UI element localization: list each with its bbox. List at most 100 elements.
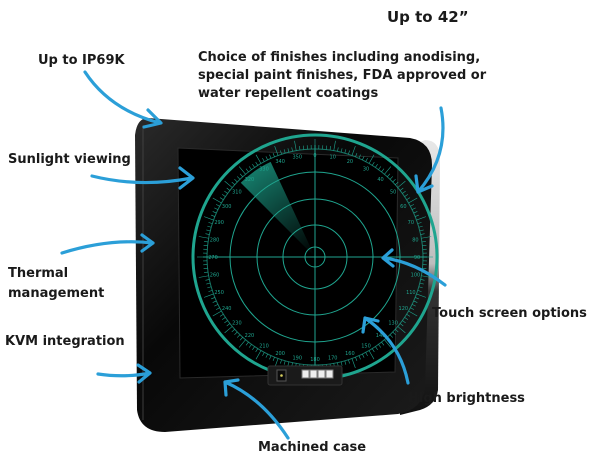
control-buttons — [301, 369, 334, 379]
radar-tick — [411, 207, 416, 210]
finishes-line-2: special paint finishes, FDA approved or — [198, 68, 487, 83]
radar-tick — [299, 146, 301, 151]
radar-tick — [248, 344, 252, 348]
radar-degree-label: 140 — [376, 333, 386, 339]
radar-degree-label: 30 — [363, 167, 369, 173]
radar-tick — [221, 194, 226, 197]
radar-tick — [397, 326, 406, 334]
radar-tick — [351, 358, 356, 368]
radar-tick — [389, 176, 394, 180]
radar-tick — [421, 241, 426, 243]
radar-tick — [365, 157, 368, 162]
radar-tick — [206, 282, 211, 285]
radar-tick — [375, 163, 378, 168]
radar-degree-label: 40 — [377, 177, 383, 183]
radar-tick — [198, 275, 209, 278]
radar-tick — [395, 181, 399, 185]
radar-tick — [362, 156, 365, 161]
radar-tick — [416, 216, 426, 221]
arrow-case — [223, 378, 290, 440]
radar-tick — [416, 293, 426, 298]
arrow-ip — [83, 70, 163, 129]
radar-tick — [287, 361, 290, 366]
radar-tick — [207, 286, 212, 289]
radar-tick — [415, 297, 419, 300]
radar-tick — [219, 197, 224, 201]
radar-tick — [236, 176, 241, 180]
radar-tick — [397, 180, 406, 188]
radar-tick — [404, 317, 409, 320]
radar-tick — [358, 355, 361, 360]
radar-tick — [211, 297, 215, 300]
radar-degree-label: 60 — [400, 204, 406, 210]
thermal-line-2: management — [8, 286, 105, 301]
radar-degree-label: 230 — [232, 321, 242, 327]
radar-tick — [362, 353, 365, 358]
radar-tick — [238, 339, 246, 348]
radar-tick — [212, 211, 217, 214]
radar-tick — [252, 346, 255, 351]
radar-degree-label: 290 — [214, 220, 224, 226]
radar-tick — [204, 241, 209, 243]
arrow-sunlight — [90, 166, 195, 190]
radar-tick — [283, 149, 286, 154]
radar-degree-label: 210 — [259, 343, 269, 349]
radar-tick — [269, 154, 272, 159]
radar-tick — [399, 187, 404, 191]
radar-tick — [421, 236, 432, 239]
radar-tick — [224, 320, 228, 324]
radar-degree-label: 250 — [214, 290, 224, 296]
radar-tick — [351, 146, 356, 156]
radar-tick — [340, 148, 343, 153]
radar-tick — [408, 310, 418, 317]
radar-tick — [205, 279, 210, 281]
radar-tick — [402, 320, 406, 324]
size-heading: Up to 42” — [387, 8, 469, 26]
radar-tick — [371, 161, 375, 166]
radar-degree-label: 180 — [310, 357, 320, 363]
radar-tick — [368, 350, 375, 360]
radar-tick — [417, 290, 422, 292]
radar-tick — [231, 329, 235, 333]
radar-tick — [406, 197, 411, 201]
radar-degree-label: 70 — [408, 220, 414, 226]
radar-tick — [255, 350, 262, 360]
radar-tick — [272, 153, 275, 157]
radar-tick — [214, 207, 219, 210]
radar-tick — [408, 197, 418, 204]
radar-tick — [245, 168, 249, 173]
radar-tick — [221, 317, 226, 320]
radar-tick — [384, 166, 392, 175]
radar-degree-label: 300 — [222, 204, 232, 210]
radar-tick — [395, 329, 399, 333]
radar-degree-label: 150 — [361, 343, 371, 349]
radar-tick — [358, 154, 361, 159]
radar-tick — [329, 146, 331, 151]
radar-tick — [198, 236, 209, 239]
radar-degree-label: 220 — [245, 333, 255, 339]
radar-tick — [421, 275, 432, 278]
radar-tick — [348, 359, 350, 364]
radar-tick — [239, 173, 243, 177]
radar-tick — [294, 140, 297, 151]
radar-tick — [265, 353, 268, 358]
radar-degree-label: 110 — [406, 290, 416, 296]
radar-tick — [375, 346, 378, 351]
radar-tick — [355, 153, 358, 157]
radar-tick — [392, 331, 396, 336]
radar-tick — [212, 197, 222, 204]
radar-degree-label: 240 — [222, 306, 232, 312]
radar-tick — [236, 334, 241, 338]
radar-tick — [413, 300, 418, 303]
arrow-kvm — [96, 363, 152, 384]
label-machined-case: Machined case — [258, 440, 367, 455]
radar-tick — [238, 166, 246, 175]
label-touch-screen: Touch screen options — [432, 306, 587, 321]
radar-degree-label: 270 — [208, 255, 218, 261]
radar-tick — [419, 282, 424, 285]
radar-tick — [255, 348, 259, 353]
radar-degree-label: 10 — [330, 155, 336, 161]
radar-tick — [234, 178, 238, 183]
